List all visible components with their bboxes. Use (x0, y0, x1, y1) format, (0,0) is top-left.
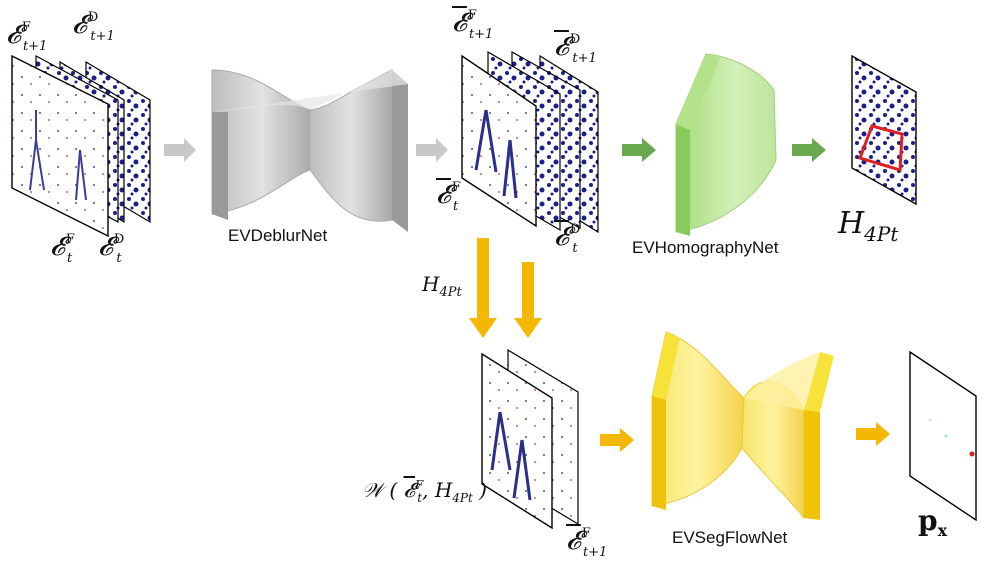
flow-output-frame (909, 350, 977, 522)
input-frame-stack (11, 54, 151, 238)
arrow-deblur-to-stack (416, 138, 448, 162)
label-seg-f-t1: 𝓔Ft+1 (566, 526, 608, 560)
deblur-net-label: EVDeblurNet (228, 226, 328, 245)
segflow-net-label: EVSegFlowNet (672, 528, 788, 547)
arrow-input-to-deblur (164, 138, 196, 162)
warped-frame-f-t (481, 352, 553, 530)
label-deblur-f-t1: 𝓔Ft+1 (452, 8, 494, 42)
label-input-d-t: 𝓔Dt (98, 232, 125, 266)
homography-net-shape (675, 53, 777, 236)
label-input-f-t1: 𝓔Ft+1 (6, 20, 48, 54)
segflow-net-shape (651, 331, 834, 520)
warped-frame-stack (481, 348, 579, 530)
label-warp: 𝒲 ( 𝓔Ft, H4Pt ) (362, 478, 487, 505)
arrow-segflow-to-output (856, 422, 890, 446)
input-scene-sketch (29, 110, 87, 201)
label-flow-output: px (918, 504, 948, 540)
label-homography-output: H4Pt (838, 206, 899, 246)
label-input-f-t: 𝓔Ft (50, 232, 75, 266)
label-deblur-d-t1: 𝓔Dt+1 (554, 32, 597, 66)
label-deblur-f-t: 𝓔Ft (436, 180, 461, 214)
homography-output-frame (851, 54, 917, 206)
homography-net-label: EVHomographyNet (632, 238, 779, 257)
label-deblur-d-t: 𝓔Dt (554, 222, 581, 256)
arrow-homography-down-2 (514, 262, 542, 338)
deblurred-frame-stack (461, 50, 599, 234)
arrow-homography-to-output (792, 138, 826, 162)
arrow-stack-to-homography (622, 138, 656, 162)
deblur-net-shape (211, 69, 408, 232)
arrow-warped-to-segflow (600, 428, 634, 452)
label-homography-mid: H4Pt (422, 272, 462, 300)
label-input-d-t1: 𝓔Dt+1 (72, 10, 115, 44)
homography-quad-box (858, 124, 904, 172)
arrow-homography-down-1 (469, 238, 497, 338)
deblurred-frame-f-t (461, 54, 537, 228)
